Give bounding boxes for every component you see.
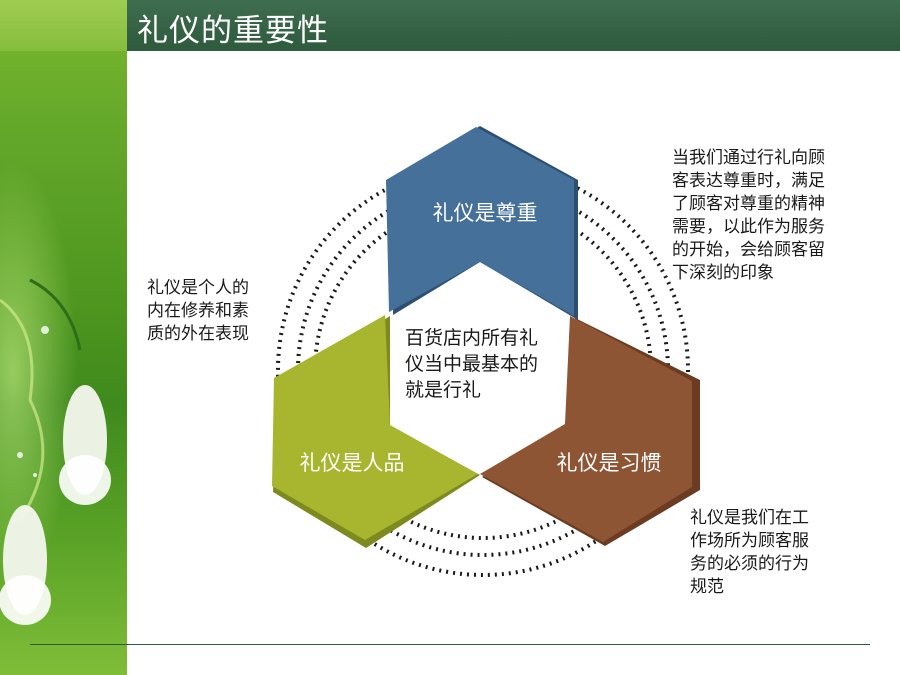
hexagon-character: 礼仪是人品 xyxy=(272,315,480,548)
center-text-line-3: 就是行礼 xyxy=(405,379,481,401)
center-text-line-1: 百货店内所有礼 xyxy=(405,327,538,349)
hexagon-character-label: 礼仪是人品 xyxy=(300,451,405,475)
note-bottom-right: 礼仪是我们在工 作场所为顾客服 务的必须的行为 规范 xyxy=(690,507,809,599)
note-top-right: 当我们通过行礼向顾 客表达尊重时，满足 了顾客对尊重的精神 需要，以此作为服务 … xyxy=(672,147,825,285)
hexagon-habit: 礼仪是习惯 xyxy=(480,316,700,546)
note-top-right-line: 需要，以此作为服务 xyxy=(672,217,825,237)
note-bottom-right-line: 规范 xyxy=(690,577,724,597)
page-title: 礼仪的重要性 xyxy=(137,13,329,49)
dotted-ring-outer xyxy=(276,163,690,577)
note-left-line: 质的外在表现 xyxy=(147,324,249,344)
note-left-line: 礼仪是个人的 xyxy=(147,278,249,298)
note-left: 礼仪是个人的 内在修养和素 质的外在表现 xyxy=(147,277,249,346)
title-bar: 礼仪的重要性 xyxy=(127,0,900,51)
strip-top-block xyxy=(0,0,127,51)
center-text: 百货店内所有礼 仪当中最基本的 就是行礼 xyxy=(405,327,538,401)
note-top-right-line: 当我们通过行礼向顾 xyxy=(672,148,825,168)
note-top-right-line: 了顾客对尊重的精神 xyxy=(672,194,825,214)
note-bottom-right-line: 务的必须的行为 xyxy=(690,554,809,574)
hexagon-habit-label: 礼仪是习惯 xyxy=(557,451,662,475)
note-left-line: 内在修养和素 xyxy=(147,301,249,321)
note-top-right-line: 下深刻的印象 xyxy=(672,263,774,283)
hexagon-respect-label: 礼仪是尊重 xyxy=(433,201,538,225)
hexagon-respect: 礼仪是尊重 xyxy=(386,126,578,320)
footer-divider xyxy=(30,644,870,645)
note-top-right-line: 客表达尊重时，满足 xyxy=(672,171,825,191)
note-bottom-right-line: 礼仪是我们在工 xyxy=(690,508,809,528)
note-top-right-line: 的开始，会给顾客留 xyxy=(672,240,825,260)
note-bottom-right-line: 作场所为顾客服 xyxy=(690,531,809,551)
center-text-line-2: 仪当中最基本的 xyxy=(405,353,538,375)
decorative-flower-strip xyxy=(0,0,127,675)
snowdrop-flower-image xyxy=(0,278,111,625)
